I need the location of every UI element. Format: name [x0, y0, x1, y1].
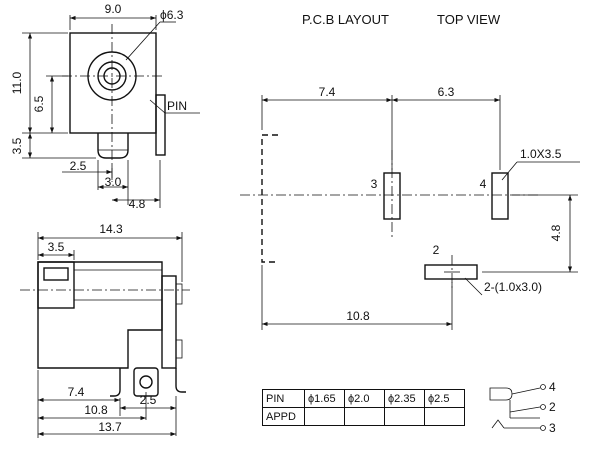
table-cell: APPD [262, 407, 305, 426]
pcb-right-dim: 6.3 [438, 85, 455, 99]
pad2-size: 2-(1.0x3.0) [484, 280, 542, 294]
side-pin-b-dim: 10.8 [84, 403, 108, 417]
view-label: TOP VIEW [437, 12, 501, 27]
pcb-bottom-dim: 10.8 [346, 309, 370, 323]
table-row: APPD [262, 407, 465, 426]
side-view [20, 232, 190, 438]
pad-4 [491, 172, 509, 220]
side-body-outline [37, 261, 163, 369]
side-pin-right [175, 368, 186, 393]
table-cell: ϕ2.35 [384, 389, 425, 408]
side-pin-left [110, 368, 121, 397]
table-cell [384, 407, 425, 426]
hole-diameter-dim: ϕ6.3 [160, 8, 184, 22]
pad2-label: 2 [433, 243, 440, 257]
pin-spacing-dim: 3.0 [105, 175, 122, 189]
center-height-dim: 6.5 [32, 95, 46, 112]
pad-2 [424, 264, 478, 280]
side-pin-middle [133, 367, 159, 397]
front-width-dim: 9.0 [105, 2, 122, 16]
side-front-slot [43, 267, 69, 281]
layout-title: P.C.B LAYOUT [302, 12, 389, 27]
center-pin-outline [97, 133, 129, 159]
schematic-pin-2: 2 [549, 400, 556, 414]
schematic-pin-4: 4 [549, 380, 556, 394]
pad4-size: 1.0X3.5 [520, 147, 562, 161]
front-body-outline [69, 32, 157, 134]
side-barrel-outline [37, 261, 75, 309]
table-cell [424, 407, 465, 426]
side-pin-a-dim: 7.4 [68, 385, 85, 399]
pcb-vertical-dim: 4.8 [549, 224, 563, 241]
pin-label: PIN [167, 99, 187, 113]
table-cell: PIN [262, 389, 305, 408]
table-cell [304, 407, 345, 426]
pad4-label: 4 [480, 177, 487, 191]
side-rear-block [161, 275, 177, 369]
pin-offset-dim: 2.5 [70, 159, 87, 173]
pad-3 [383, 172, 401, 220]
bottom-height-dim: 3.5 [10, 137, 24, 154]
schematic-pin-3: 3 [549, 421, 556, 435]
pad3-label: 3 [371, 177, 378, 191]
pin-spec-table: PIN ϕ1.65 ϕ2.0 ϕ2.35 ϕ2.5 APPD [262, 389, 465, 426]
side-pin-outline [155, 94, 166, 156]
table-header-row: PIN ϕ1.65 ϕ2.0 ϕ2.35 ϕ2.5 [262, 389, 465, 408]
pin-offset2-dim: 4.8 [129, 197, 146, 211]
front-height-dim: 11.0 [10, 71, 24, 94]
side-front-dim: 3.5 [48, 240, 65, 254]
side-total-dim: 13.7 [98, 420, 122, 434]
side-length-dim: 14.3 [99, 222, 123, 236]
side-pin-c-dim: 2.5 [140, 393, 157, 407]
pcb-layout [240, 95, 580, 330]
table-cell: ϕ1.65 [304, 389, 345, 408]
table-cell [344, 407, 385, 426]
pcb-body-outline [261, 134, 278, 263]
table-cell: ϕ2.5 [424, 389, 465, 408]
jack-schematic [489, 384, 546, 431]
front-view [22, 15, 200, 208]
table-cell: ϕ2.0 [344, 389, 385, 408]
pcb-left-dim: 7.4 [319, 85, 336, 99]
